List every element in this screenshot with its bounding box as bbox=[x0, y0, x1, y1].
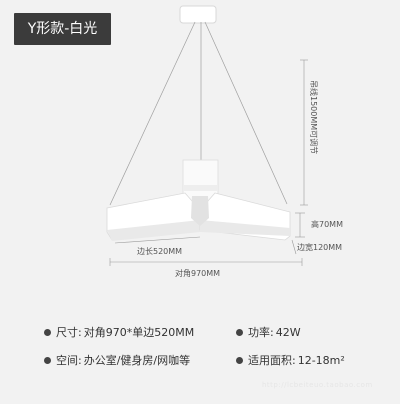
spec-area-label: 适用面积: bbox=[248, 354, 296, 367]
spec-power: 功率: 42W bbox=[236, 324, 301, 340]
height-label: 高70MM bbox=[311, 219, 343, 229]
dimension-lines bbox=[109, 59, 308, 266]
spec-size: 尺寸: 对角970*单边520MM bbox=[44, 324, 194, 340]
bullet-icon bbox=[236, 328, 243, 336]
cable-right bbox=[204, 21, 288, 205]
diagonal-label: 对角970MM bbox=[175, 268, 220, 278]
spec-size-value: 对角970*单边520MM bbox=[83, 326, 195, 339]
watermark: http://lcbeiteuo.taobao.com bbox=[262, 381, 373, 389]
spec-space-label: 空间: bbox=[56, 354, 82, 367]
bullet-icon bbox=[44, 328, 51, 336]
ceiling-canopy bbox=[179, 5, 217, 24]
side-length-label: 边长520MM bbox=[137, 246, 182, 256]
spec-area-value: 12-18m² bbox=[297, 353, 345, 367]
spec-space: 空间: 办公室/健身房/网咖等 bbox=[44, 352, 190, 368]
bullet-icon bbox=[44, 356, 51, 364]
spec-power-label: 功率: bbox=[248, 326, 274, 339]
spec-space-value: 办公室/健身房/网咖等 bbox=[83, 354, 191, 367]
cable-length-label: 吊线1500MM可调节 bbox=[309, 80, 319, 154]
spec-power-value: 42W bbox=[275, 325, 301, 339]
spec-size-label: 尺寸: bbox=[56, 326, 82, 339]
spec-panel: 尺寸: 对角970*单边520MM 功率: 42W 空间: 办公室/健身房/网咖… bbox=[0, 306, 400, 400]
y-lamp-body bbox=[106, 159, 291, 241]
spec-area: 适用面积: 12-18m² bbox=[236, 352, 345, 368]
width-label: 边宽120MM bbox=[297, 242, 342, 252]
product-title-badge: Y形款-白光 bbox=[14, 13, 111, 45]
bullet-icon bbox=[236, 356, 243, 364]
cable-left bbox=[109, 21, 196, 206]
